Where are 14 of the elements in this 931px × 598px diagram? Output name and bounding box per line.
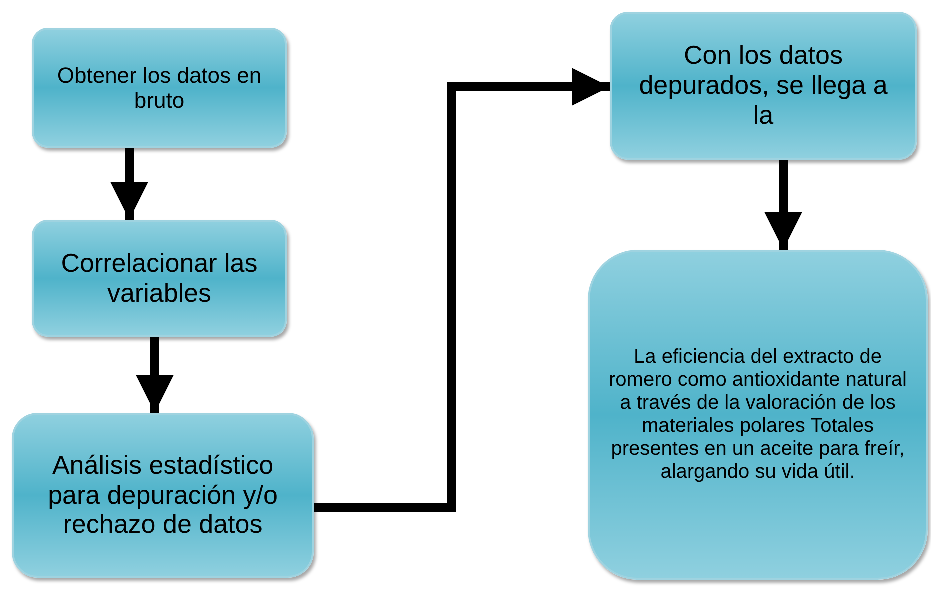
box-text: Correlacionar las variables	[60, 248, 259, 308]
arrow	[110, 148, 148, 220]
process-box	[588, 250, 928, 580]
arrow	[764, 160, 802, 250]
process-box	[32, 220, 287, 337]
process-box	[12, 413, 314, 578]
box-text: Con los datos depurados, se llega a la	[638, 41, 889, 131]
process-box	[32, 28, 287, 148]
process-box	[610, 12, 917, 160]
arrow	[314, 68, 610, 512]
arrow	[136, 337, 174, 413]
box-text: La eficiencia del extracto de romero como antioxidante natural a través de la valoración de los materiales polares Totales presentes en un aceite para freír, alargando su vida útil.	[608, 346, 908, 484]
box-text: Análisis estadístico para depuración y/o rechazo de datos	[47, 450, 279, 540]
box-text: Obtener los datos en bruto	[56, 62, 263, 114]
